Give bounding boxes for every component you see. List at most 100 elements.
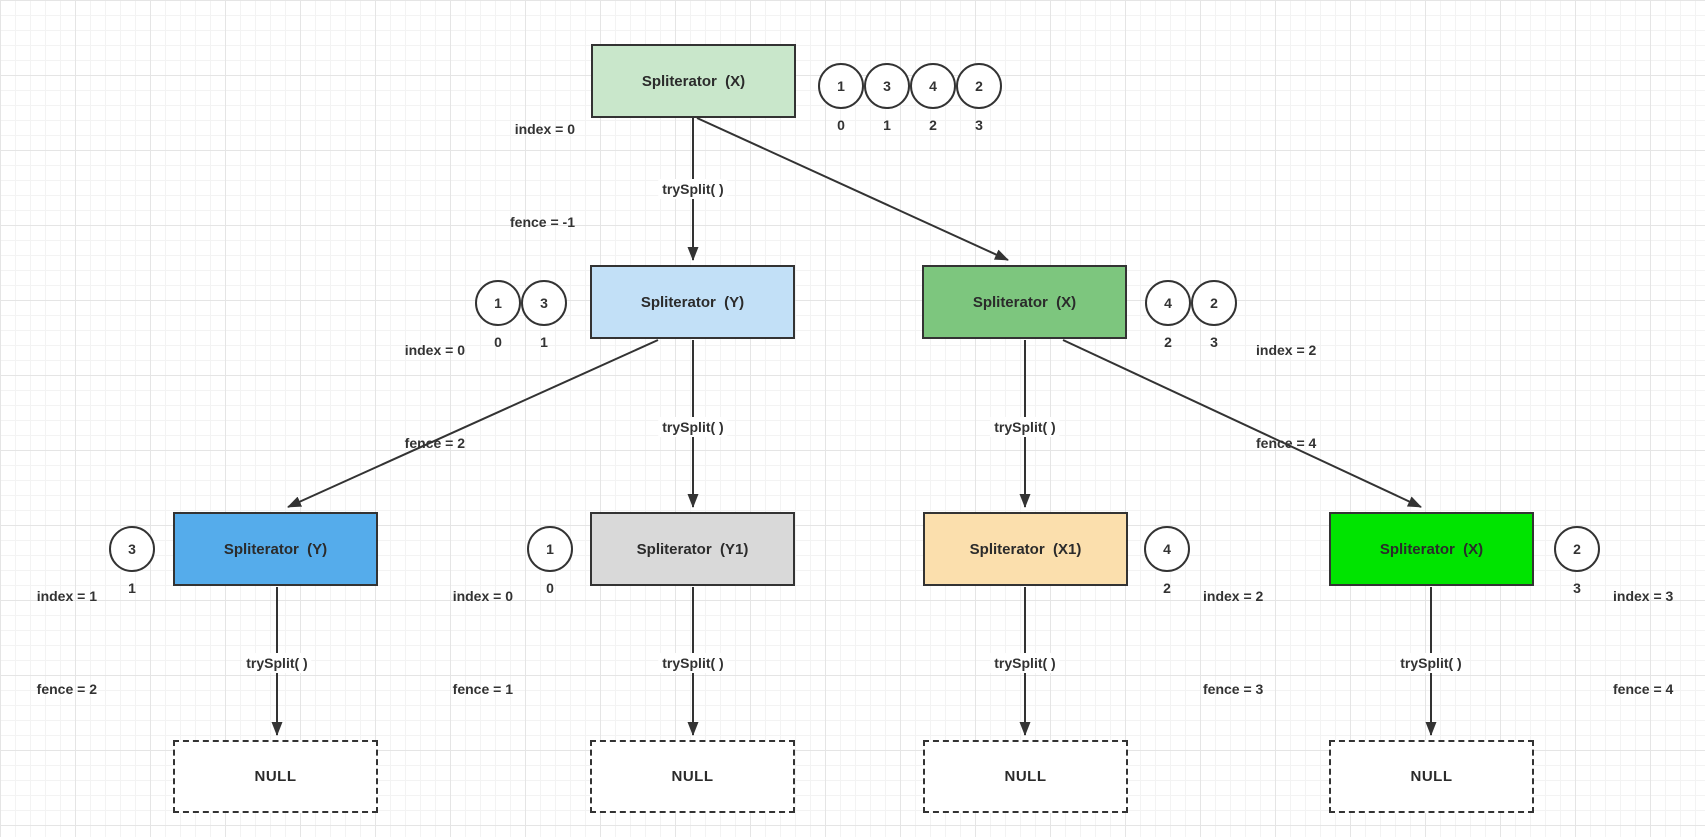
element-circle[interactable]: 1 bbox=[475, 280, 521, 326]
node-label: Spliterator (X) bbox=[641, 72, 746, 90]
element-cell: 2 3 bbox=[956, 63, 1002, 133]
element-value: 2 bbox=[975, 78, 983, 94]
element-value: 3 bbox=[883, 78, 891, 94]
edge-label-trysplit-l3x: trySplit( ) bbox=[1396, 653, 1466, 673]
node-spliterator-x-root[interactable]: Spliterator (X) bbox=[591, 44, 796, 118]
attrs-l2-y: index = 0 fence = 2 bbox=[330, 273, 465, 521]
edge-label-trysplit-l3y: trySplit( ) bbox=[242, 653, 312, 673]
element-index: 2 bbox=[1163, 580, 1171, 596]
element-cell: 1 0 bbox=[818, 63, 864, 133]
node-spliterator-y-l3[interactable]: Spliterator (Y) bbox=[173, 512, 378, 586]
element-value: 4 bbox=[1163, 541, 1171, 557]
node-spliterator-y-l2[interactable]: Spliterator (Y) bbox=[590, 265, 795, 339]
attrs-root-x: index = 0 fence = -1 bbox=[425, 52, 575, 300]
element-index: 1 bbox=[128, 580, 136, 596]
element-value: 4 bbox=[1164, 295, 1172, 311]
element-value: 1 bbox=[546, 541, 554, 557]
element-circle[interactable]: 4 bbox=[1144, 526, 1190, 572]
element-value: 2 bbox=[1573, 541, 1581, 557]
node-label: Spliterator (Y1) bbox=[636, 540, 749, 558]
cell-group-l3-y1: 1 0 bbox=[527, 526, 573, 596]
element-circle[interactable]: 4 bbox=[910, 63, 956, 109]
attrs-l3-y: index = 1 fence = 2 bbox=[0, 519, 97, 767]
attr-index: index = 2 bbox=[1203, 588, 1264, 604]
element-index: 1 bbox=[883, 117, 891, 133]
node-spliterator-x1-l3[interactable]: Spliterator (X1) bbox=[923, 512, 1128, 586]
attrs-l3-x1: index = 2 fence = 3 bbox=[1203, 519, 1343, 767]
edge-label-trysplit-l2x: trySplit( ) bbox=[990, 417, 1060, 437]
element-index: 0 bbox=[494, 334, 502, 350]
element-circle[interactable]: 4 bbox=[1145, 280, 1191, 326]
attr-fence: fence = 2 bbox=[404, 435, 465, 451]
element-cell: 4 2 bbox=[910, 63, 956, 133]
edge-label-trysplit-l2y: trySplit( ) bbox=[658, 417, 728, 437]
node-spliterator-x-l3[interactable]: Spliterator (X) bbox=[1329, 512, 1534, 586]
element-index: 3 bbox=[975, 117, 983, 133]
attrs-l2-x: index = 2 fence = 4 bbox=[1256, 273, 1406, 521]
element-circle[interactable]: 1 bbox=[818, 63, 864, 109]
element-index: 1 bbox=[540, 334, 548, 350]
node-label: Spliterator (X) bbox=[972, 293, 1077, 311]
arrow-l2y-to-l3y[interactable] bbox=[287, 339, 659, 508]
element-cell: 3 1 bbox=[109, 526, 155, 596]
edge-label-trysplit-l3x1: trySplit( ) bbox=[990, 653, 1060, 673]
node-null-4[interactable]: NULL bbox=[1329, 740, 1534, 813]
element-circle[interactable]: 1 bbox=[527, 526, 573, 572]
attr-fence: fence = 1 bbox=[452, 681, 513, 697]
element-index: 3 bbox=[1573, 580, 1581, 596]
attr-fence: fence = 4 bbox=[1613, 681, 1674, 697]
element-cell: 4 2 bbox=[1145, 280, 1191, 350]
cell-group-l2-x: 4 2 2 3 bbox=[1145, 280, 1237, 350]
element-value: 2 bbox=[1210, 295, 1218, 311]
element-index: 3 bbox=[1210, 334, 1218, 350]
node-spliterator-x-l2[interactable]: Spliterator (X) bbox=[922, 265, 1127, 339]
element-circle[interactable]: 3 bbox=[109, 526, 155, 572]
node-null-3[interactable]: NULL bbox=[923, 740, 1128, 813]
node-spliterator-y1-l3[interactable]: Spliterator (Y1) bbox=[590, 512, 795, 586]
node-label: Spliterator (X1) bbox=[969, 540, 1082, 558]
attr-index: index = 0 bbox=[404, 342, 465, 358]
arrow-l2x-to-l3x[interactable] bbox=[1062, 339, 1422, 508]
attr-index: index = 2 bbox=[1256, 342, 1317, 358]
attr-fence: fence = 3 bbox=[1203, 681, 1264, 697]
attr-index: index = 0 bbox=[452, 588, 513, 604]
element-cell: 3 1 bbox=[521, 280, 567, 350]
node-label: Spliterator (X) bbox=[1379, 540, 1484, 558]
attr-fence: fence = -1 bbox=[510, 214, 575, 230]
element-cell: 1 0 bbox=[475, 280, 521, 350]
element-circle[interactable]: 2 bbox=[1191, 280, 1237, 326]
edge-label-trysplit-l3y1: trySplit( ) bbox=[658, 653, 728, 673]
arrow-root-to-l2x[interactable] bbox=[696, 117, 1009, 261]
attr-index: index = 3 bbox=[1613, 588, 1674, 604]
node-null-1[interactable]: NULL bbox=[173, 740, 378, 813]
node-null-2[interactable]: NULL bbox=[590, 740, 795, 813]
cell-group-l3-y: 3 1 bbox=[109, 526, 155, 596]
element-index: 2 bbox=[1164, 334, 1172, 350]
cell-group-root: 1 0 3 1 4 2 2 3 bbox=[818, 63, 1002, 133]
edge-label-trysplit-root: trySplit( ) bbox=[658, 179, 728, 199]
element-circle[interactable]: 3 bbox=[521, 280, 567, 326]
attrs-l3-y1: index = 0 fence = 1 bbox=[378, 519, 513, 767]
node-label: Spliterator (Y) bbox=[640, 293, 745, 311]
element-circle[interactable]: 2 bbox=[1554, 526, 1600, 572]
element-index: 0 bbox=[837, 117, 845, 133]
cell-group-l3-x: 2 3 bbox=[1554, 526, 1600, 596]
element-circle[interactable]: 2 bbox=[956, 63, 1002, 109]
attr-fence: fence = 2 bbox=[36, 681, 97, 697]
element-cell: 3 1 bbox=[864, 63, 910, 133]
cell-group-l3-x1: 4 2 bbox=[1144, 526, 1190, 596]
element-value: 3 bbox=[540, 295, 548, 311]
element-circle[interactable]: 3 bbox=[864, 63, 910, 109]
element-value: 4 bbox=[929, 78, 937, 94]
element-index: 0 bbox=[546, 580, 554, 596]
node-label: Spliterator (Y) bbox=[223, 540, 328, 558]
cell-group-l2-y: 1 0 3 1 bbox=[475, 280, 567, 350]
element-index: 2 bbox=[929, 117, 937, 133]
element-cell: 1 0 bbox=[527, 526, 573, 596]
element-value: 1 bbox=[494, 295, 502, 311]
element-cell: 2 3 bbox=[1191, 280, 1237, 350]
attr-index: index = 0 bbox=[514, 121, 575, 137]
element-cell: 4 2 bbox=[1144, 526, 1190, 596]
attr-fence: fence = 4 bbox=[1256, 435, 1317, 451]
